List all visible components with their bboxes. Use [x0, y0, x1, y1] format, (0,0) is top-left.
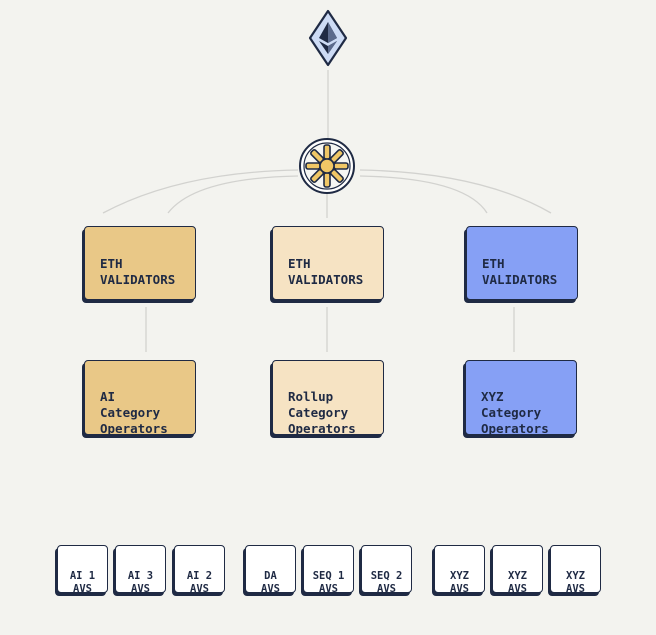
eth-validators-label: ETH VALIDATORS	[100, 256, 176, 287]
eth-validators-label: ETH VALIDATORS	[482, 256, 558, 287]
avs-box-seq-2: SEQ 2 AVS	[361, 545, 412, 595]
avs-box-da: DA AVS	[245, 545, 296, 595]
rollup-category-operators-box: Rollup Category Operators	[272, 360, 384, 436]
avs-box-xyz-2: XYZ AVS	[492, 545, 543, 595]
eth-validators-box-1: ETH VALIDATORS	[84, 226, 196, 300]
avs-label: AI 2 AVS	[186, 570, 213, 595]
avs-label: DA AVS	[261, 570, 280, 595]
avs-label: XYZ AVS	[508, 570, 527, 595]
avs-label: XYZ AVS	[450, 570, 469, 595]
operators-label: AI Category Operators	[100, 389, 168, 436]
avs-label: AI 3 AVS	[127, 570, 154, 595]
avs-box-xyz-3: XYZ AVS	[550, 545, 601, 595]
eth-validators-label: ETH VALIDATORS	[288, 256, 364, 287]
avs-box-xyz-1: XYZ AVS	[434, 545, 485, 595]
ethereum-diamond-icon	[308, 9, 348, 67]
avs-label: SEQ 2 AVS	[370, 570, 403, 595]
avs-box-ai-2: AI 2 AVS	[174, 545, 225, 595]
avs-label: AI 1 AVS	[69, 570, 96, 595]
ai-category-operators-box: AI Category Operators	[84, 360, 196, 436]
operators-label: Rollup Category Operators	[288, 389, 356, 436]
avs-box-ai-1: AI 1 AVS	[57, 545, 108, 595]
eth-validators-box-3: ETH VALIDATORS	[466, 226, 578, 300]
avs-label: XYZ AVS	[566, 570, 585, 595]
operators-label: XYZ Category Operators	[481, 389, 549, 436]
avs-label: SEQ 1 AVS	[312, 570, 345, 595]
avs-box-ai-3: AI 3 AVS	[115, 545, 166, 595]
eth-validators-box-2: ETH VALIDATORS	[272, 226, 384, 300]
avs-box-seq-1: SEQ 1 AVS	[303, 545, 354, 595]
sun-logo-icon	[299, 138, 355, 194]
xyz-category-operators-box: XYZ Category Operators	[465, 360, 577, 436]
